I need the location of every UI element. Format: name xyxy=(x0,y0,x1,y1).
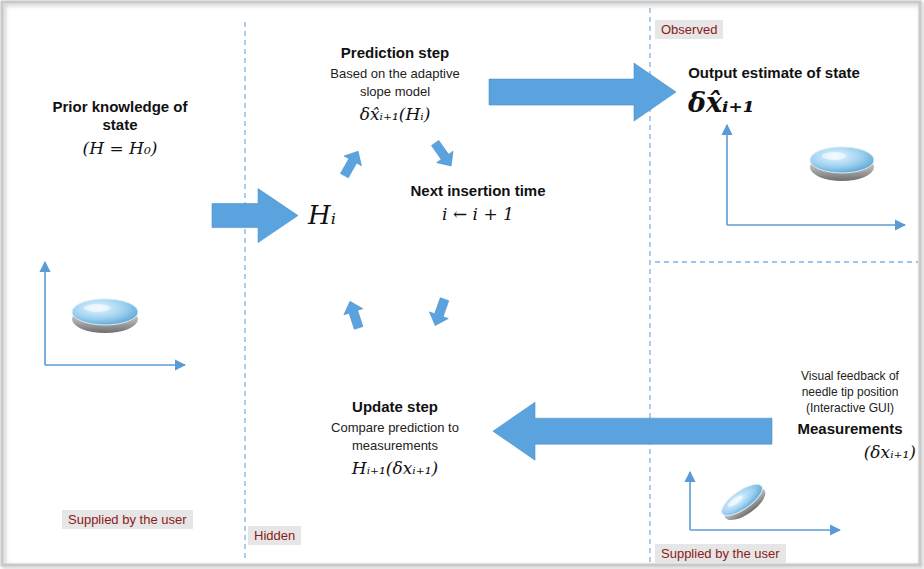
region-label: Observed xyxy=(655,20,723,39)
cycle-arrow xyxy=(431,140,453,166)
formula: Hᵢ₊₁(δxᵢ₊₁) xyxy=(309,457,481,481)
heading: Prior knowledge of state xyxy=(38,98,202,134)
heading: Output estimate of state xyxy=(688,64,860,82)
next-time-step: Next insertion time i ← i + 1 xyxy=(398,180,558,229)
formula: (δxᵢ₊₁) xyxy=(784,441,916,465)
block-arrow xyxy=(212,189,298,243)
hidden-state: Hᵢ xyxy=(304,198,340,233)
cycle-arrow xyxy=(344,301,363,329)
formula: δx̂ᵢ₊₁(Hᵢ) xyxy=(313,103,477,127)
source-label: Supplied by the user xyxy=(655,544,786,563)
body-text: Based on the adaptive slope model xyxy=(313,65,477,100)
source-label: Supplied by the user xyxy=(62,510,193,529)
update-step: Update stepCompare prediction to measure… xyxy=(305,396,485,483)
heading: Update step xyxy=(309,398,481,416)
body-text: Visual feedback of needle tip position (… xyxy=(784,368,916,417)
measurements: Visual feedback of needle tip position (… xyxy=(780,366,920,466)
formula: i ← i + 1 xyxy=(402,203,554,227)
prior-state: Prior knowledge of state (H = H₀) xyxy=(34,96,206,248)
measurement-plot xyxy=(690,472,840,530)
heading: Measurements xyxy=(784,420,916,438)
cycle-arrow xyxy=(429,298,448,326)
cycle-arrow xyxy=(340,151,361,178)
separator-lines xyxy=(245,8,918,565)
output-estimate: Output estimate of state δx̂ᵢ₊₁ xyxy=(684,62,864,122)
formula: δx̂ᵢ₊₁ xyxy=(688,85,860,120)
block-arrow xyxy=(489,63,676,121)
heading: Prediction step xyxy=(313,44,477,62)
prior-plot xyxy=(45,262,185,365)
state-symbol: Hᵢ xyxy=(308,200,336,231)
prediction-step: Prediction stepBased on the adaptive slo… xyxy=(309,42,481,129)
formula: (H = H₀) xyxy=(38,137,202,161)
body-text: Compare prediction to measurements xyxy=(309,419,481,454)
region-label: Hidden xyxy=(248,526,301,545)
output-plot xyxy=(727,125,905,225)
heading: Next insertion time xyxy=(402,182,554,200)
block-arrow xyxy=(493,402,772,460)
